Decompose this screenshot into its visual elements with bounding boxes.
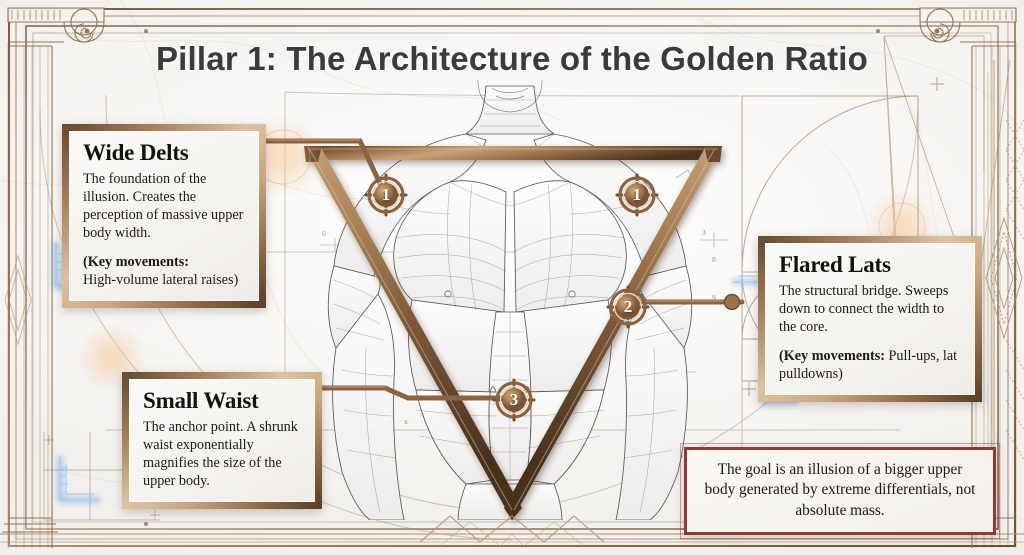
- callout-title-small-waist: Small Waist: [143, 388, 259, 413]
- marker-lat[interactable]: 2: [606, 285, 650, 329]
- marker-right-delt[interactable]: 1: [615, 173, 659, 217]
- callout-key-value-wide-delts: High-volume lateral raises): [83, 272, 239, 289]
- anatomical-torso-wireframe: [327, 80, 693, 520]
- marker-waist[interactable]: 3: [492, 378, 536, 422]
- callout-title-flared-lats: Flared Lats: [779, 252, 891, 277]
- conclusion-box: The goal is an illusion of a bigger uppe…: [680, 442, 1000, 540]
- svg-text:6: 6: [322, 229, 326, 238]
- svg-text:f: f: [390, 417, 393, 426]
- conclusion-text: The goal is an illusion of a bigger uppe…: [704, 461, 976, 519]
- callout-body-wide-delts: The foundation of the illusion. Creates …: [83, 171, 244, 242]
- connector-dot-lats: [723, 293, 741, 311]
- callout-card-flared-lats[interactable]: Flared Lats The structural bridge. Sweep…: [758, 236, 982, 403]
- callout-card-wide-delts[interactable]: Wide Delts The foundation of the illusio…: [62, 124, 266, 309]
- page-title: Pillar 1: The Architecture of the Golden…: [155, 40, 869, 77]
- marker-label: 2: [623, 296, 633, 316]
- svg-text:9: 9: [712, 293, 716, 302]
- marker-left-delt[interactable]: 1: [364, 173, 408, 217]
- callout-body-flared-lats: The structural bridge. Sweeps down to co…: [779, 283, 949, 336]
- art-deco-motif-left: [4, 254, 32, 346]
- callout-key-label-wide-delts: (Key movements:: [83, 254, 189, 271]
- svg-text:x: x: [404, 417, 408, 426]
- svg-text:8: 8: [712, 255, 716, 264]
- callout-card-small-waist[interactable]: Small Waist The anchor point. A shrunk w…: [122, 372, 322, 510]
- svg-text:3: 3: [702, 228, 706, 237]
- callout-key-wide-delts: (Key movements:High-volume lateral raise…: [83, 253, 245, 289]
- callout-title-wide-delts: Wide Delts: [83, 140, 189, 165]
- marker-label: 1: [381, 184, 391, 204]
- art-deco-motif-right: [985, 60, 1024, 500]
- callout-key-flared-lats: (Key movements: Pull-ups, lat pulldowns): [779, 347, 961, 383]
- callout-body-small-waist: The anchor point. A shrunk waist exponen…: [143, 419, 298, 490]
- glow-bracket-bottom-left: [58, 456, 100, 502]
- marker-label: 1: [632, 184, 642, 204]
- callout-key-label-flared-lats: (Key movements:: [779, 348, 885, 365]
- marker-label: 3: [509, 389, 519, 409]
